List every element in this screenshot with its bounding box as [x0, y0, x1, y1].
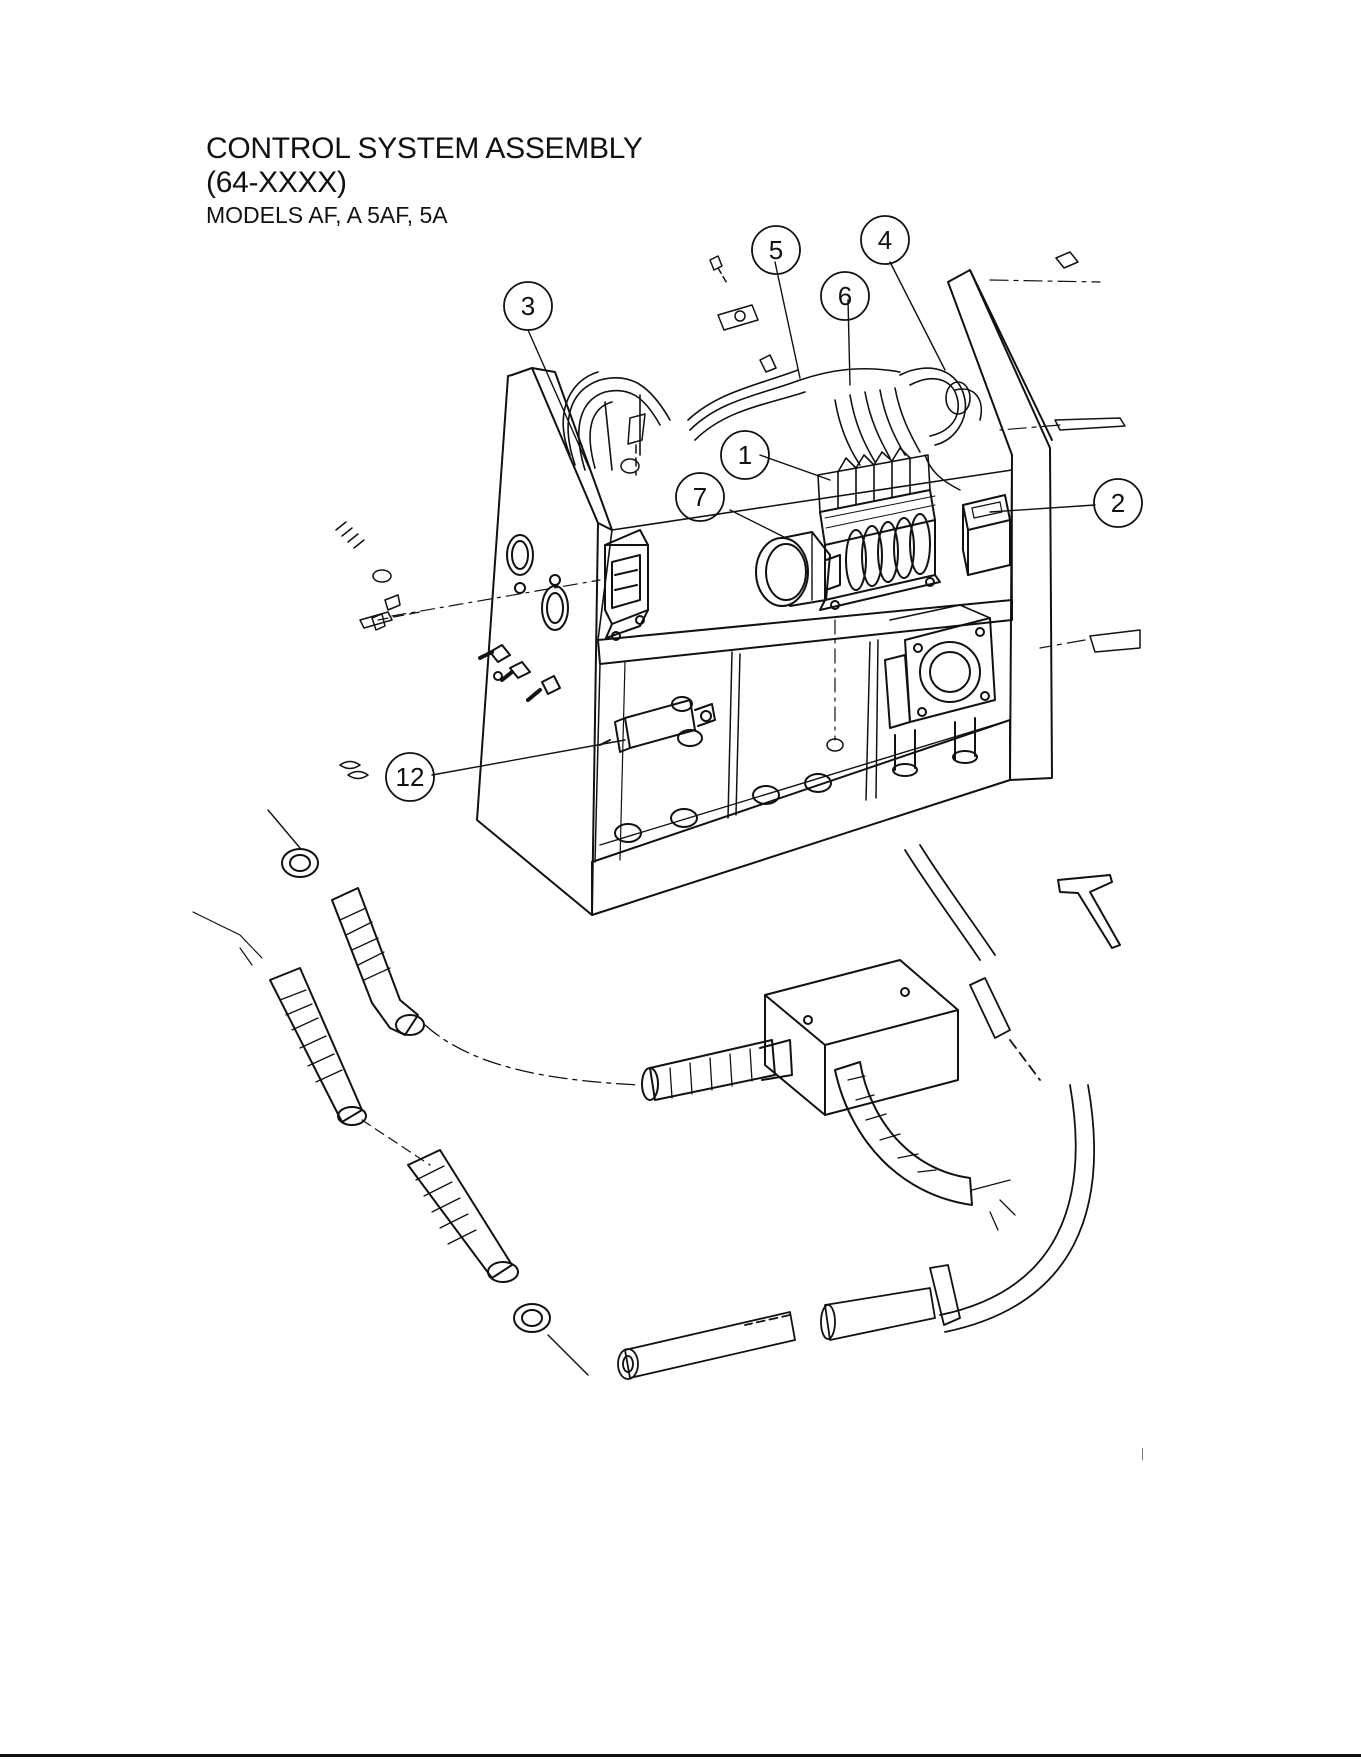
callout-7: 7 [676, 473, 724, 521]
stray-tick [1142, 1448, 1143, 1460]
right-panel-inner-edge [970, 270, 1052, 440]
toggle-switch [542, 676, 560, 694]
callout-4-label: 4 [878, 225, 892, 255]
lock-nut [514, 1304, 550, 1332]
nut [1056, 252, 1078, 268]
spring-coil [336, 522, 364, 548]
callout-12-label: 12 [396, 762, 425, 792]
lock-nut [282, 849, 318, 877]
callout-2: 2 [1094, 479, 1142, 527]
toggle-switch [510, 662, 530, 678]
bottom-rule [0, 1754, 1361, 1757]
callout-3-label: 3 [521, 291, 535, 321]
fitting [1090, 630, 1140, 652]
scraper-tool [1058, 875, 1120, 948]
callout-4: 4 [861, 216, 909, 264]
relay-block [605, 530, 648, 640]
callout-12: 12 [386, 753, 434, 801]
left-hardware [336, 522, 600, 779]
callout-5-label: 5 [769, 235, 783, 265]
callout-3: 3 [504, 282, 552, 330]
sensing-cable [618, 845, 1094, 1379]
floor-hole [671, 809, 697, 827]
callout-7-label: 7 [693, 482, 707, 512]
timer-motor [756, 532, 840, 606]
wire-harness-top [835, 368, 981, 465]
junction-box [642, 960, 1015, 1230]
spring [340, 762, 368, 779]
callout-1-label: 1 [738, 440, 752, 470]
flange-assembly [885, 605, 995, 776]
callout-2-label: 2 [1111, 488, 1125, 518]
lower-left-fittings [193, 810, 640, 1375]
callout-6-label: 6 [838, 281, 852, 311]
screw [1055, 418, 1125, 430]
left-panel-controls [480, 535, 568, 700]
shelf-front-edge [598, 600, 1012, 664]
callout-6: 6 [821, 272, 869, 320]
